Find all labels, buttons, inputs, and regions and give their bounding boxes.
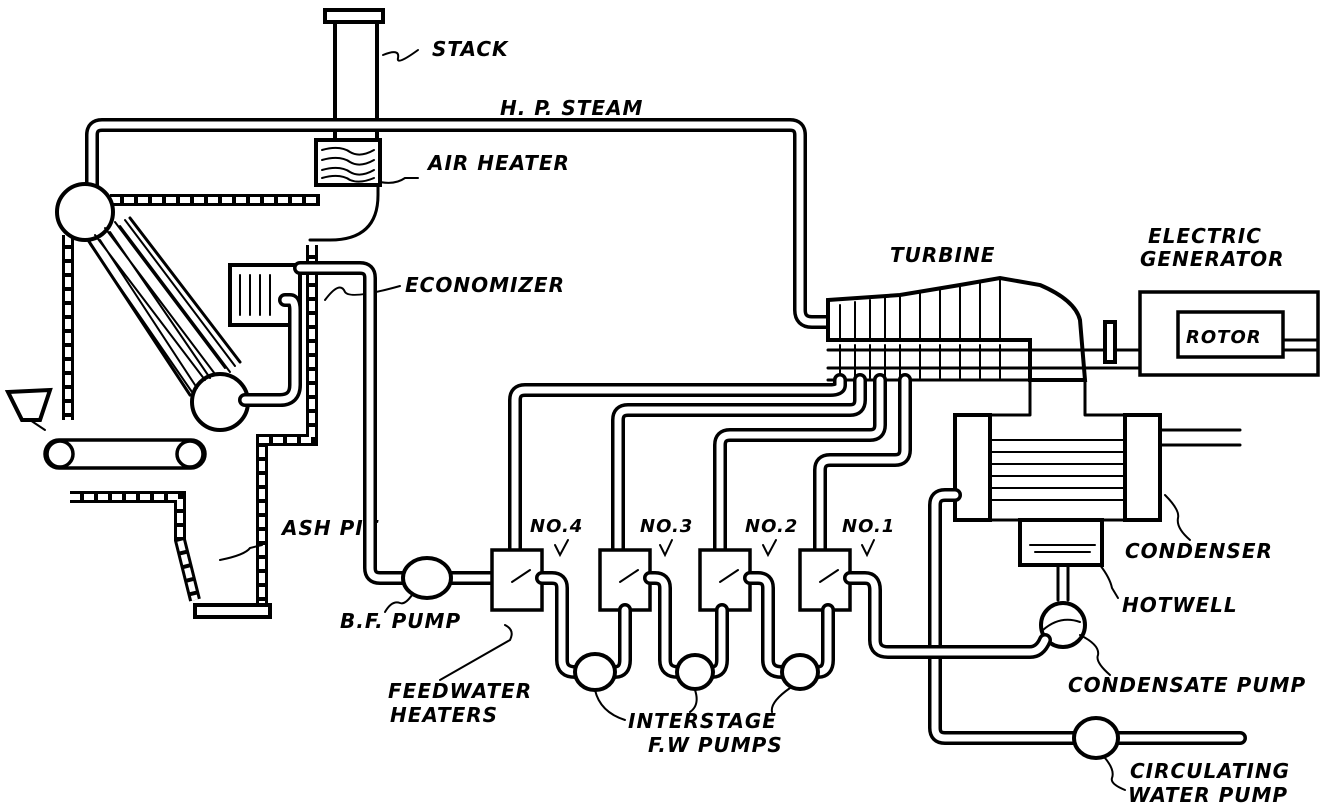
stack-leader <box>382 49 419 62</box>
economizer <box>228 263 302 407</box>
interstage-label-line2: F.W PUMPS <box>648 733 783 757</box>
steam-drum <box>55 182 115 242</box>
heater-no1 <box>798 548 852 612</box>
economizer-label: ECONOMIZER <box>405 273 565 297</box>
heater-no3-label: NO.3 <box>640 516 693 537</box>
interstage-pumps-leader <box>594 687 791 721</box>
generator-label-line2: GENERATOR <box>1140 247 1285 271</box>
hotwell-label: HOTWELL <box>1122 593 1238 617</box>
condensate-pump-label: CONDENSATE PUMP <box>1068 673 1306 697</box>
rotor-label: ROTOR <box>1186 327 1262 348</box>
turbine <box>826 275 1177 382</box>
condenser-label: CONDENSER <box>1125 539 1273 563</box>
interstage-pump-3 <box>780 653 820 691</box>
economizer-leader <box>324 285 401 301</box>
interstage-pump-2 <box>675 653 715 691</box>
heater-no3 <box>598 548 652 612</box>
circulating-label-line2: WATER PUMP <box>1128 783 1288 807</box>
air-heater <box>314 138 382 187</box>
heater-no4 <box>490 548 544 612</box>
feedwater-heaters <box>490 548 852 612</box>
turbine-label: TURBINE <box>890 243 995 267</box>
circulating-pump-leader <box>1104 757 1126 791</box>
condensate-pump <box>1039 601 1087 649</box>
interstage-pump-1 <box>573 652 617 692</box>
feedwater-heaters-leader <box>439 624 513 681</box>
hotwell-leader <box>1099 564 1119 599</box>
condensate-pump-leader <box>1079 634 1111 676</box>
heater-no4-label: NO.4 <box>530 516 583 537</box>
heater-no2-label: NO.2 <box>745 516 798 537</box>
stack-label: STACK <box>432 37 509 61</box>
feedwater-heaters-label-line2: HEATERS <box>390 703 498 727</box>
bf-pump-leader <box>384 594 413 613</box>
rotor <box>1176 310 1285 359</box>
interstage-pipes <box>535 571 1052 679</box>
generator-label-line1: ELECTRIC <box>1148 224 1262 248</box>
heater-no1-label: NO.1 <box>842 516 895 537</box>
hp-steam-pipe <box>85 118 839 329</box>
ash-pit-leader <box>219 544 263 561</box>
circulating-label-line1: CIRCULATING <box>1130 759 1290 783</box>
interstage-label-line1: INTERSTAGE <box>628 709 777 733</box>
circulating-water-pipe <box>928 488 1247 745</box>
hotwell <box>1018 518 1104 567</box>
bf-pump-label: B.F. PUMP <box>340 609 461 633</box>
heater-no2 <box>698 548 752 612</box>
feedwater-main-pipe <box>293 261 499 585</box>
boiler <box>4 182 320 619</box>
bf-pump <box>401 556 453 600</box>
ash-pit-label: ASH PIT <box>280 516 379 540</box>
hp-steam-label: H. P. STEAM <box>500 96 643 120</box>
condenser-leader <box>1164 494 1191 541</box>
feedwater-heaters-label-line1: FEEDWATER <box>388 679 532 703</box>
circulating-water-pump <box>1072 716 1120 760</box>
condenser <box>953 378 1242 602</box>
air-heater-label: AIR HEATER <box>426 151 570 175</box>
air-heater-leader <box>379 177 419 184</box>
extraction-pipes <box>508 373 912 557</box>
electric-generator <box>1138 290 1320 377</box>
